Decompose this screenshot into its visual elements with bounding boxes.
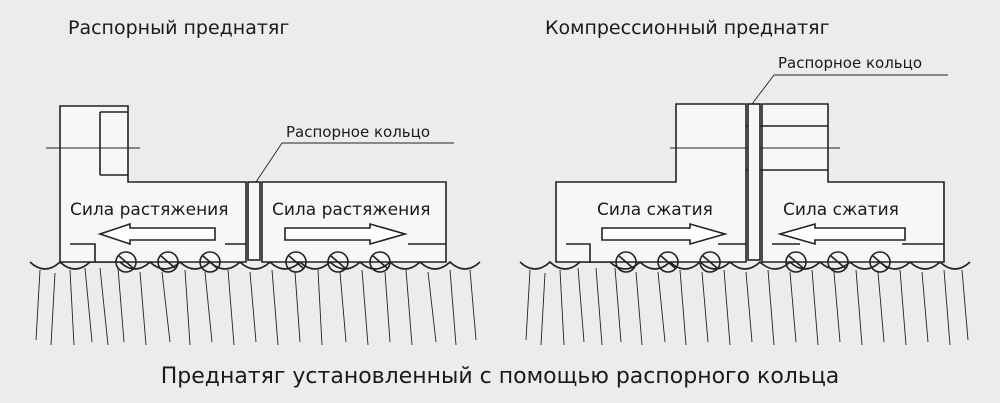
arrow-left-a [97, 222, 216, 246]
nut-right-a [555, 103, 760, 263]
title-spacer-preload: Распорный преднатяг [68, 17, 289, 39]
force-label-left-a: Сила растяжения [70, 200, 228, 220]
force-label-right-a: Сила сжатия [597, 200, 713, 220]
callout-spacer-ring-left: Распорное кольцо [286, 123, 430, 141]
callout-leader-right [751, 74, 775, 105]
force-label-right-b: Сила сжатия [783, 200, 899, 220]
callout-leader-left [255, 142, 283, 183]
nut-left-b [261, 181, 447, 263]
figure-caption: Преднатяг установленный с помощью распор… [160, 364, 840, 389]
balls-right [615, 251, 891, 273]
title-compression-preload: Компрессионный преднатяг [545, 17, 830, 39]
callout-spacer-ring-right: Распорное кольцо [778, 54, 922, 72]
nut-right-b [740, 103, 945, 263]
arrow-left-b [284, 222, 408, 246]
spacer-ring-left [247, 181, 261, 261]
balls-left [115, 251, 391, 273]
screw-shaft-left [29, 260, 481, 346]
nut-left-a [46, 105, 247, 263]
arrow-right-a [601, 222, 728, 246]
arrow-right-b [777, 222, 906, 246]
spacer-ring-right [747, 103, 761, 261]
force-label-left-b: Сила растяжения [272, 200, 430, 220]
screw-shaft-right [519, 260, 971, 346]
